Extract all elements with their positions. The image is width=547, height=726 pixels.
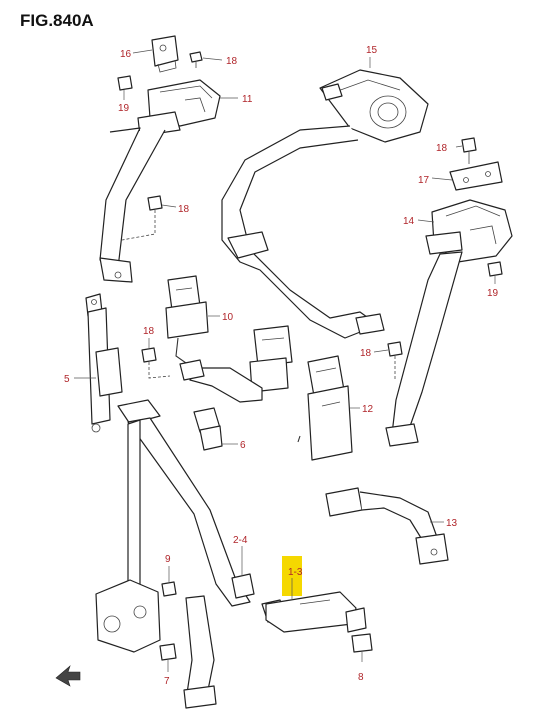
label-7[interactable]: 7 — [164, 676, 170, 687]
label-19-b[interactable]: 19 — [487, 288, 499, 299]
label-13[interactable]: 13 — [446, 518, 458, 529]
part-7-bolt[interactable] — [159, 643, 177, 661]
label-19-a[interactable]: 19 — [118, 103, 130, 114]
part-19-clip-a[interactable] — [117, 75, 133, 91]
part-18-bolt-b[interactable] — [121, 195, 163, 241]
part-19-clip-b[interactable] — [487, 261, 503, 277]
label-6[interactable]: 6 — [240, 440, 246, 451]
label-18-a[interactable]: 18 — [226, 56, 238, 67]
part-11-seat-belt-retractor[interactable] — [99, 79, 221, 283]
label-16[interactable]: 16 — [120, 49, 132, 60]
label-12[interactable]: 12 — [362, 404, 374, 415]
label-18-e[interactable]: 18 — [360, 348, 372, 359]
part-13-belt-strap[interactable] — [325, 487, 449, 565]
part-6-cover[interactable] — [193, 407, 223, 451]
front-arrow-icon — [55, 665, 81, 687]
part-16-bracket[interactable] — [151, 35, 179, 73]
label-2-4[interactable]: 2-4 — [233, 535, 248, 546]
part-9-bolt[interactable] — [161, 581, 177, 597]
label-11[interactable]: 11 — [242, 94, 253, 105]
part-17-bracket[interactable] — [449, 161, 503, 191]
part-12-buckle[interactable] — [297, 355, 353, 461]
part-1-3-buckle[interactable] — [261, 591, 367, 633]
label-17[interactable]: 17 — [418, 175, 430, 186]
part-8-cap[interactable] — [351, 633, 373, 653]
part-15-center-retractor[interactable] — [221, 69, 429, 339]
label-18-b[interactable]: 18 — [178, 204, 190, 215]
part-18-bolt-c[interactable] — [461, 137, 477, 164]
label-9[interactable]: 9 — [165, 554, 171, 565]
label-5[interactable]: 5 — [64, 374, 70, 385]
label-10[interactable]: 10 — [222, 312, 234, 323]
part-5-belt-anchor[interactable] — [85, 293, 123, 433]
highlight-marker — [282, 556, 302, 596]
label-14[interactable]: 14 — [403, 216, 415, 227]
part-18-bolt-a[interactable] — [189, 51, 203, 68]
part-2-4-clip[interactable] — [231, 573, 255, 599]
part-18-bolt-d[interactable] — [141, 347, 171, 379]
part-18-bolt-e[interactable] — [387, 341, 403, 380]
part-10-buckle-assembly[interactable] — [165, 275, 293, 403]
label-8[interactable]: 8 — [358, 672, 364, 683]
label-18-d[interactable]: 18 — [143, 326, 155, 337]
label-15[interactable]: 15 — [366, 45, 378, 56]
figure-title: FIG.840A — [20, 11, 94, 30]
label-18-c[interactable]: 18 — [436, 143, 448, 154]
part-14-right-retractor[interactable] — [385, 199, 513, 447]
label-1-3[interactable]: 1-3 — [288, 567, 303, 578]
lower-retractor-assembly[interactable] — [95, 399, 251, 709]
